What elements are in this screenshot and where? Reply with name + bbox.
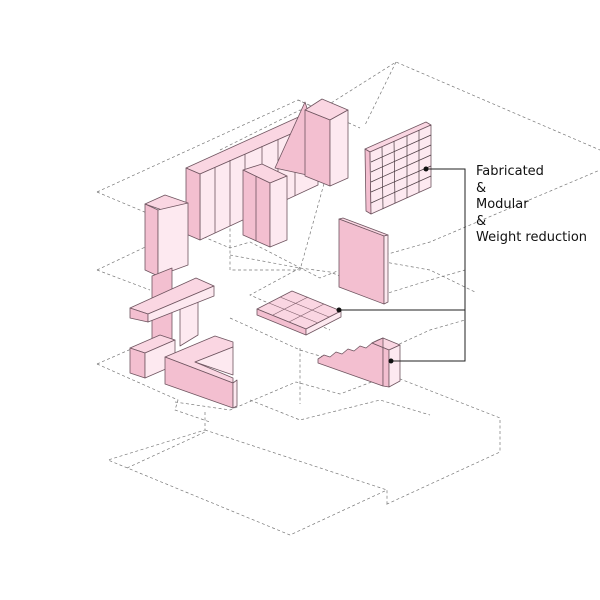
annotation-label: Fabricated & Modular & Weight reduction — [476, 164, 587, 247]
label-line-ampersand-1: & — [476, 180, 487, 196]
callout-dot-stair — [388, 358, 394, 364]
callout-dot-slab — [336, 307, 342, 313]
left-stacked-blocks — [129, 194, 215, 379]
label-line-weight-reduction: Weight reduction — [476, 230, 588, 245]
central-box-block — [242, 163, 288, 248]
callout-leaders — [336, 166, 466, 364]
label-line-modular: Modular — [476, 197, 529, 212]
grid-floor-slab-module — [256, 290, 342, 336]
callout-dot-shelf — [423, 166, 429, 172]
label-line-fabricated: Fabricated — [476, 164, 544, 179]
right-panel-wall — [338, 217, 389, 305]
label-line-ampersand-2: & — [476, 213, 487, 229]
perforated-shelf-wall-module — [364, 121, 432, 215]
l-shaped-bench — [164, 335, 238, 409]
dashed-plan-outlines — [96, 61, 600, 536]
tall-tower-block — [274, 98, 349, 187]
stair-block-module — [317, 337, 401, 388]
